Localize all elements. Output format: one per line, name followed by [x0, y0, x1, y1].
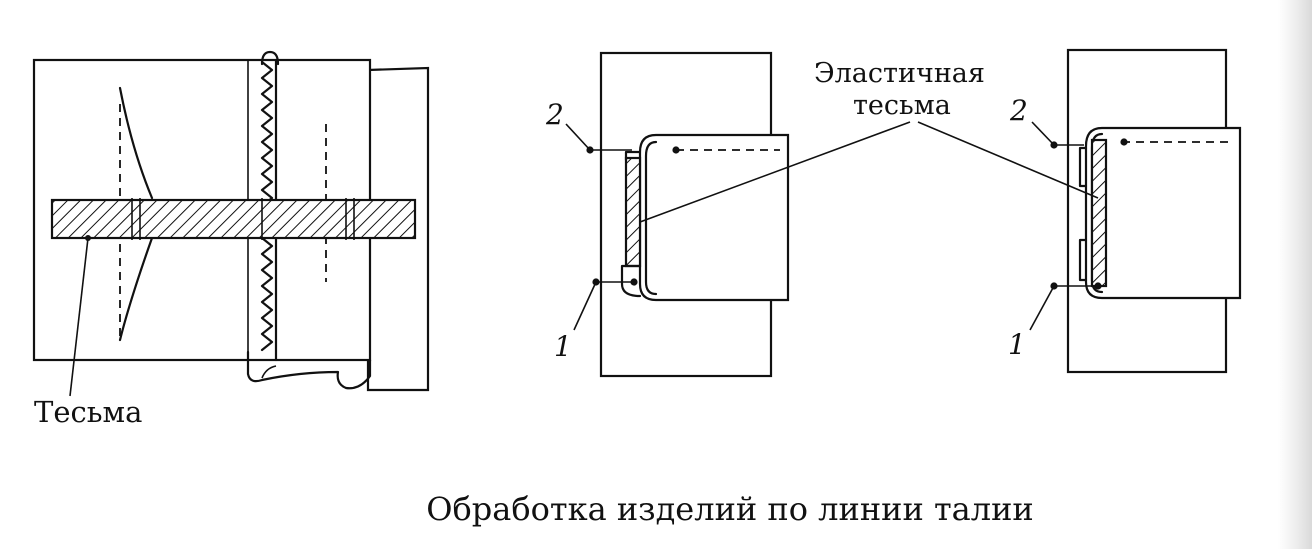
right-number-2: 2	[1009, 94, 1028, 127]
right-figure: 2 1	[1008, 48, 1242, 374]
elastic-leader-right	[917, 121, 1099, 199]
tape-stitch-marks	[131, 198, 355, 240]
diagram-caption: Обработка изделий по линии талии	[426, 490, 1033, 528]
right-num1-leader	[1029, 285, 1055, 331]
dart-outline	[118, 86, 154, 342]
elastic-label-group: Эластичная тесьма	[639, 58, 1099, 223]
right-number-1: 1	[1008, 328, 1026, 361]
middle-folded-strip	[638, 133, 790, 302]
tape-leader-line	[69, 237, 89, 397]
middle-elastic-tape	[624, 156, 642, 268]
middle-num2-leader	[565, 123, 591, 151]
right-bottom-notch	[1078, 238, 1088, 282]
hem-inner-curve	[261, 365, 277, 379]
elastic-label-line2: тесьма	[853, 90, 951, 121]
left-figure: Тесьма	[32, 50, 430, 429]
tape-label: Тесьма	[34, 395, 142, 429]
middle-number-1: 1	[554, 330, 572, 363]
elastic-label-line1: Эластичная	[814, 58, 985, 89]
hem-curve	[246, 350, 372, 390]
right-top-notch	[1078, 146, 1088, 188]
right-num2-leader	[1031, 121, 1055, 146]
right-folded-strip	[1084, 126, 1242, 300]
zigzag-top-tab	[260, 50, 280, 66]
middle-top-hook	[624, 150, 642, 162]
middle-bottom-hook	[620, 264, 642, 298]
right-elastic-tape	[1090, 138, 1108, 288]
elastic-leader-left	[639, 121, 911, 223]
middle-number-2: 2	[545, 98, 564, 131]
middle-figure: 2 1	[545, 51, 790, 378]
middle-num1-leader	[573, 281, 597, 331]
scan-edge-shadow	[1278, 0, 1312, 549]
tape-strip	[50, 198, 417, 240]
